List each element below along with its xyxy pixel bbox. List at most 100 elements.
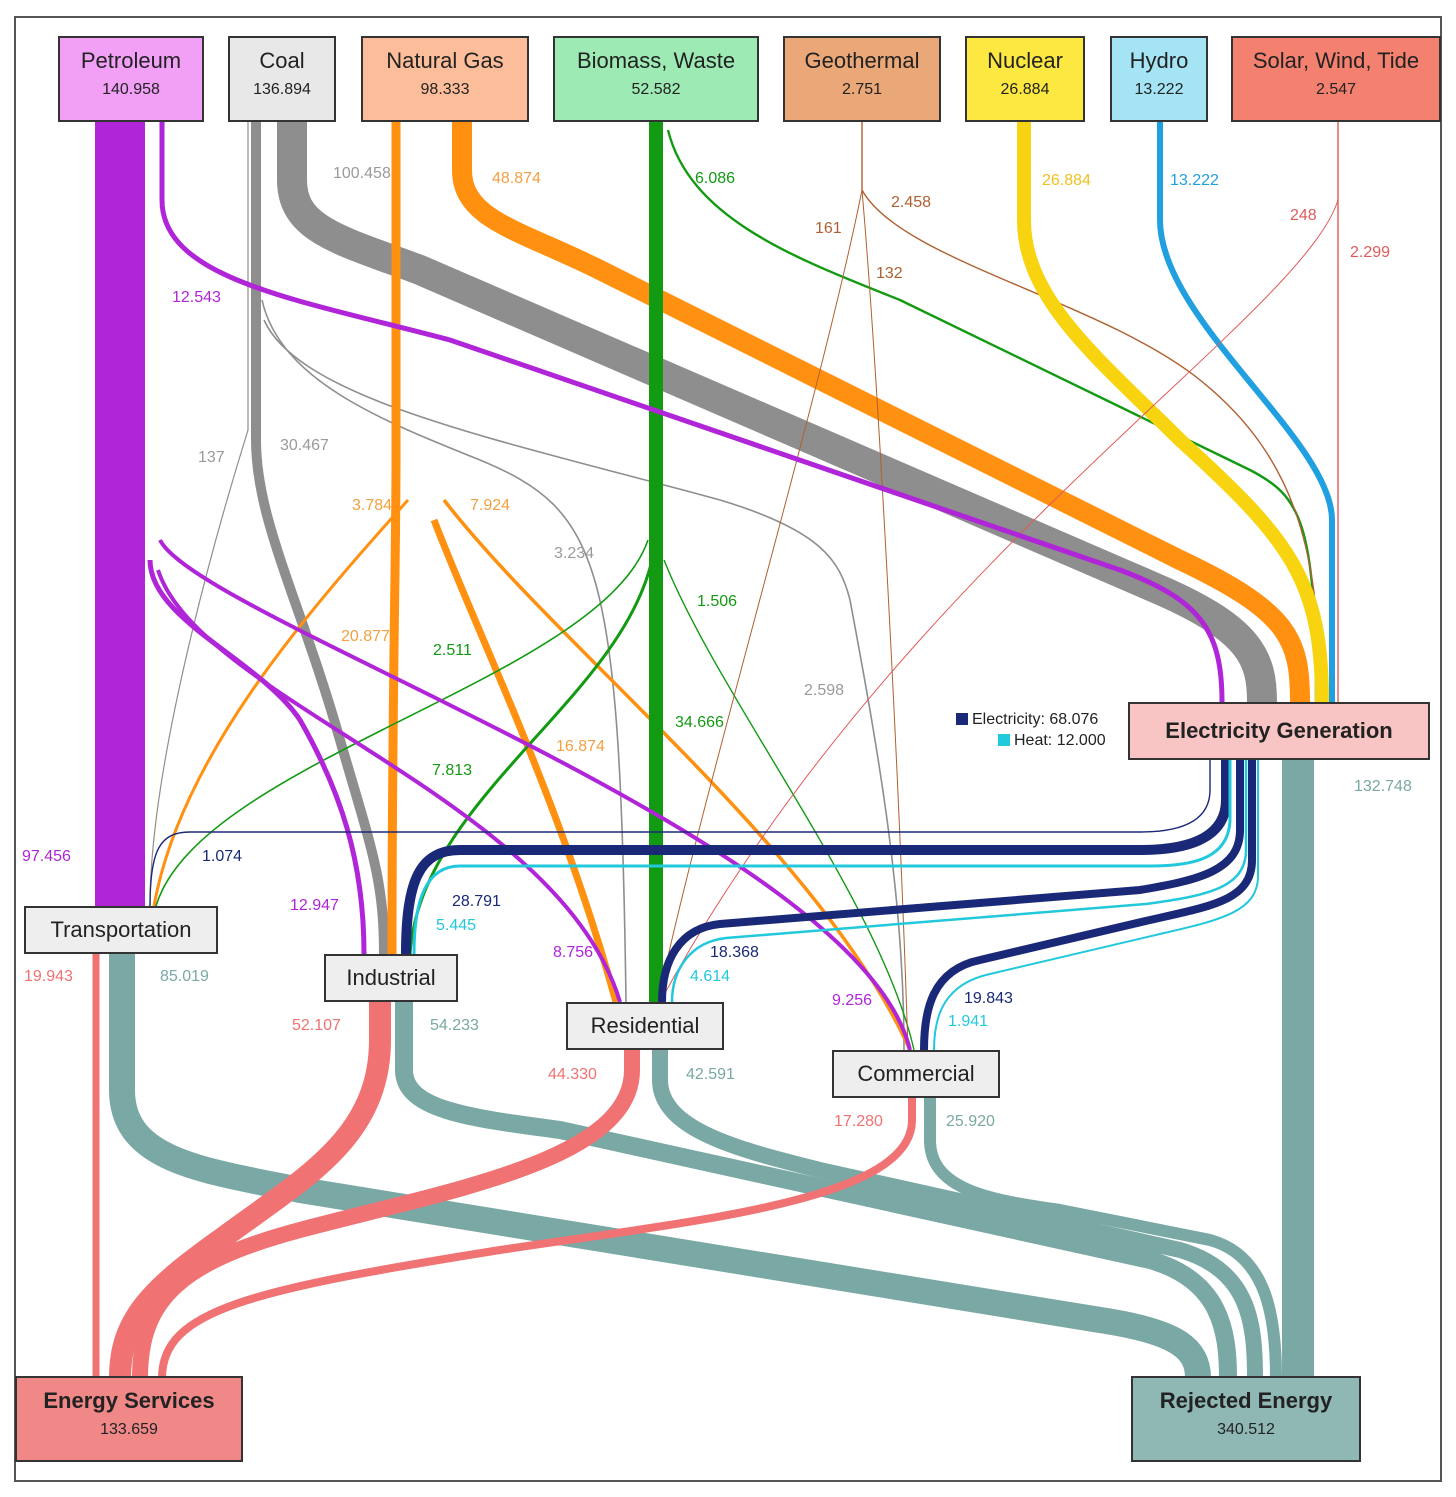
flow-label: 132.748 xyxy=(1354,778,1412,795)
node-hydro-name: Hydro xyxy=(1129,48,1189,73)
link-hydro-elec xyxy=(1157,122,1335,702)
link-gas-transportation xyxy=(152,498,410,907)
node-rejected-energy: Rejected Energy 340.512 xyxy=(1131,1376,1361,1462)
node-electricity-generation: Electricity Generation xyxy=(1128,702,1430,760)
flow-label: 3.784 xyxy=(352,497,393,514)
flow-label: 2.511 xyxy=(433,642,472,659)
flow-label: 248 xyxy=(1290,207,1317,224)
flow-label: 9.256 xyxy=(832,992,873,1009)
node-residential: Residential xyxy=(566,1002,724,1050)
link-coal-transportation xyxy=(149,122,249,907)
link-biomass-commercial xyxy=(663,559,915,1051)
node-solar-wind-tide-value: 2.547 xyxy=(1315,81,1357,98)
flow-label: 7.924 xyxy=(470,497,511,514)
flow-label: 4.614 xyxy=(690,968,731,985)
link-elec-residential xyxy=(658,760,1244,1003)
link-elec-commercial xyxy=(920,760,1256,1051)
flow-label: 97.456 xyxy=(22,848,71,865)
node-energy-services-name: Energy Services xyxy=(43,1388,215,1413)
flow-label: 12.947 xyxy=(290,897,339,914)
node-nuclear-name: Nuclear xyxy=(987,48,1063,73)
node-petroleum-value: 140.958 xyxy=(102,81,160,98)
flow-label: 161 xyxy=(815,220,842,237)
node-rejected-energy-value: 340.512 xyxy=(1217,1421,1275,1438)
link-geo-residential xyxy=(657,189,863,1003)
link-gas-industrial xyxy=(387,122,401,955)
flow-label: 1.941 xyxy=(948,1013,989,1030)
link-nuclear-elec xyxy=(1017,122,1329,703)
node-natural-gas-name: Natural Gas xyxy=(386,48,504,73)
flow-label: 34.666 xyxy=(675,714,724,731)
node-coal: Coal 136.894 xyxy=(228,36,336,122)
flow-label: 44.330 xyxy=(548,1066,597,1083)
node-nuclear: Nuclear 26.884 xyxy=(965,36,1085,122)
flow-label: 85.019 xyxy=(160,968,209,985)
node-hydro: Hydro 13.222 xyxy=(1110,36,1208,122)
flow-label: 18.368 xyxy=(710,944,759,961)
flow-label: 48.874 xyxy=(492,170,541,187)
node-geothermal: Geothermal 2.751 xyxy=(783,36,941,122)
legend-heat: Heat: 12.000 xyxy=(998,731,1106,751)
node-energy-services-value: 133.659 xyxy=(100,1421,158,1438)
node-solar-wind-tide-name: Solar, Wind, Tide xyxy=(1252,48,1420,73)
link-geo-commercial xyxy=(861,189,909,1051)
flow-label: 17.280 xyxy=(834,1113,883,1130)
flow-label: 26.884 xyxy=(1042,172,1091,189)
flow-label: 1.074 xyxy=(202,848,243,865)
flow-label: 100.458 xyxy=(333,165,391,182)
node-transportation-name: Transportation xyxy=(50,917,192,942)
node-industrial: Industrial xyxy=(324,954,458,1002)
link-industrial-rejected xyxy=(395,1002,1237,1379)
flow-label: 12.543 xyxy=(172,289,221,306)
node-solar-wind-tide: Solar, Wind, Tide 2.547 xyxy=(1231,36,1441,122)
flow-label: 8.756 xyxy=(553,944,594,961)
legend-electricity-swatch xyxy=(956,713,968,725)
node-coal-name: Coal xyxy=(259,48,305,73)
flow-label: 54.233 xyxy=(430,1017,479,1034)
legend-heat-label: Heat: 12.000 xyxy=(1014,732,1106,749)
flow-label: 52.107 xyxy=(292,1017,341,1034)
legend-heat-swatch xyxy=(998,734,1010,746)
flow-label: 1.506 xyxy=(697,593,738,610)
flow-label: 2.598 xyxy=(804,682,845,699)
node-hydro-value: 13.222 xyxy=(1134,81,1184,98)
link-coal-residential xyxy=(261,299,627,1003)
link-petroleum-commercial xyxy=(158,539,912,1051)
flow-label: 20.877 xyxy=(341,628,390,645)
flow-label: 28.791 xyxy=(452,893,501,910)
node-nuclear-value: 26.884 xyxy=(1000,81,1050,98)
link-industrial-services xyxy=(109,1002,391,1379)
flow-label: 3.234 xyxy=(554,545,595,562)
flow-label: 13.222 xyxy=(1170,172,1219,189)
link-residential-rejected xyxy=(652,1050,1263,1379)
flow-label: 137 xyxy=(198,449,225,466)
link-petroleum-industrial xyxy=(147,559,367,955)
link-commercial-rejected xyxy=(924,1098,1282,1379)
node-biomass-waste-value: 52.582 xyxy=(631,81,681,98)
link-solar-residential xyxy=(659,199,1339,1003)
flow-label: 19.843 xyxy=(964,990,1013,1007)
node-electricity-generation-name: Electricity Generation xyxy=(1165,718,1393,743)
link-heat-residential xyxy=(670,760,1248,1003)
link-geo-elec xyxy=(861,122,1321,703)
flow-label: 42.591 xyxy=(686,1066,735,1083)
flow-label: 19.943 xyxy=(24,968,73,985)
legend-electricity: Electricity: 68.076 xyxy=(956,710,1098,730)
node-commercial: Commercial xyxy=(832,1050,1000,1098)
link-gas-commercial xyxy=(442,498,912,1051)
link-petroleum-residential xyxy=(156,569,622,1003)
node-petroleum-name: Petroleum xyxy=(80,48,182,73)
legend-electricity-label: Electricity: 68.076 xyxy=(972,711,1099,728)
node-geothermal-name: Geothermal xyxy=(804,48,920,73)
link-residential-services xyxy=(132,1050,640,1379)
flow-label: 6.086 xyxy=(695,170,736,187)
link-biomass-transportation xyxy=(155,539,649,907)
node-commercial-name: Commercial xyxy=(857,1061,975,1086)
flow-label: 25.920 xyxy=(946,1113,995,1130)
flow-label: 2.458 xyxy=(891,194,932,211)
flow-label: 16.874 xyxy=(556,738,605,755)
link-gas-residential xyxy=(430,518,620,1003)
node-geothermal-value: 2.751 xyxy=(841,81,883,98)
node-transportation: Transportation xyxy=(24,906,218,954)
link-heat-industrial xyxy=(412,760,1232,955)
